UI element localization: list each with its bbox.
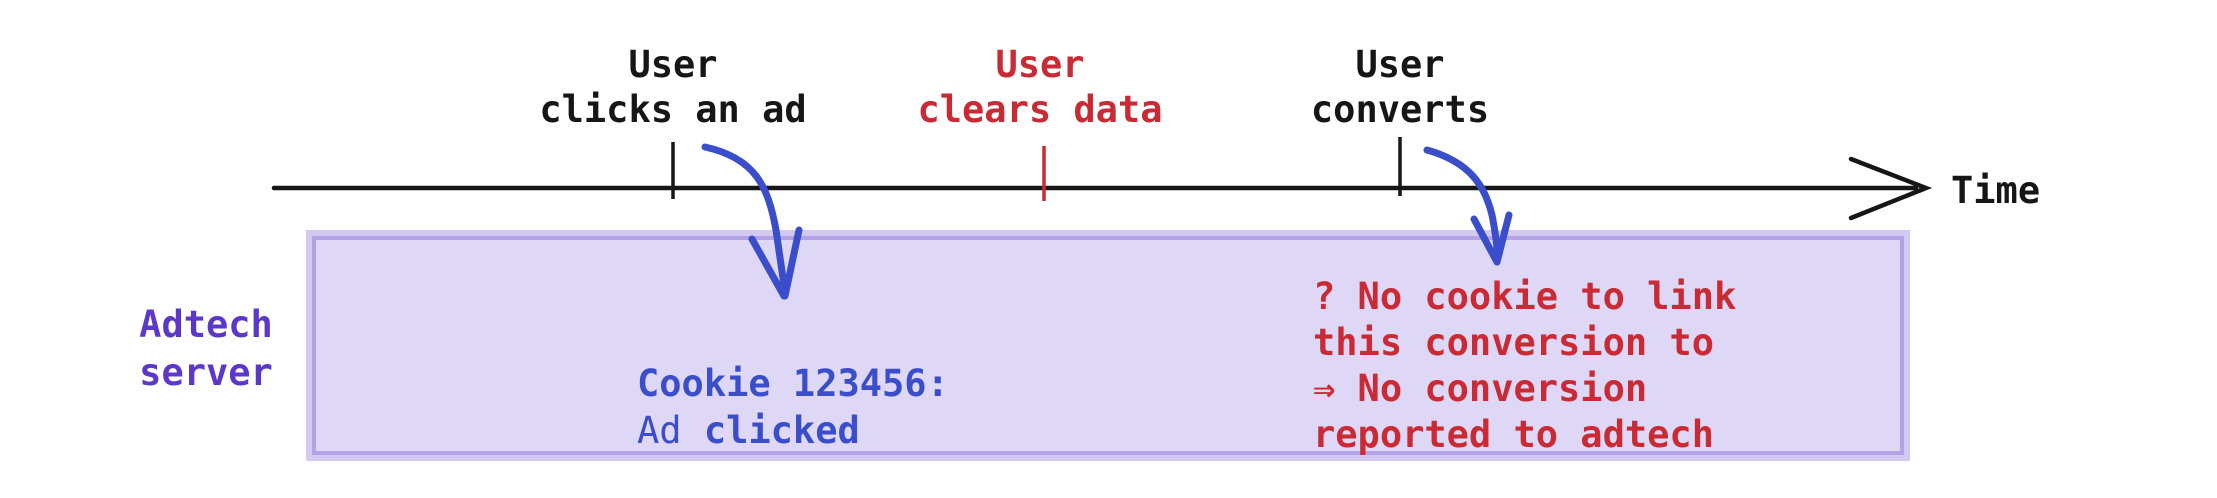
arrow-click-to-cookie-icon xyxy=(701,143,803,300)
adtech-server-box xyxy=(312,236,1904,455)
time-axis-label: Time xyxy=(1951,169,2041,212)
event-label-user-converts: User converts xyxy=(1310,43,1490,131)
arrow-convert-to-note-icon xyxy=(1423,146,1513,266)
cookie-record-line2-bold: clicked xyxy=(703,409,860,452)
cookie-record-line1: Cookie 123456: xyxy=(637,362,949,405)
cookie-record-line2-prefix: Ad xyxy=(637,409,704,452)
no-conversion-note: ? No cookie to link this conversion to ⇒… xyxy=(1313,275,1737,456)
event-label-user-clicks-ad: User clicks an ad xyxy=(539,43,807,131)
event-label-user-clears-data: User clears data xyxy=(917,43,1163,131)
timeline-arrowhead-icon xyxy=(1848,156,1933,221)
cookie-record-note: Cookie 123456: Ad clicked xyxy=(637,313,949,454)
adtech-server-label: Adtech server xyxy=(139,303,273,394)
